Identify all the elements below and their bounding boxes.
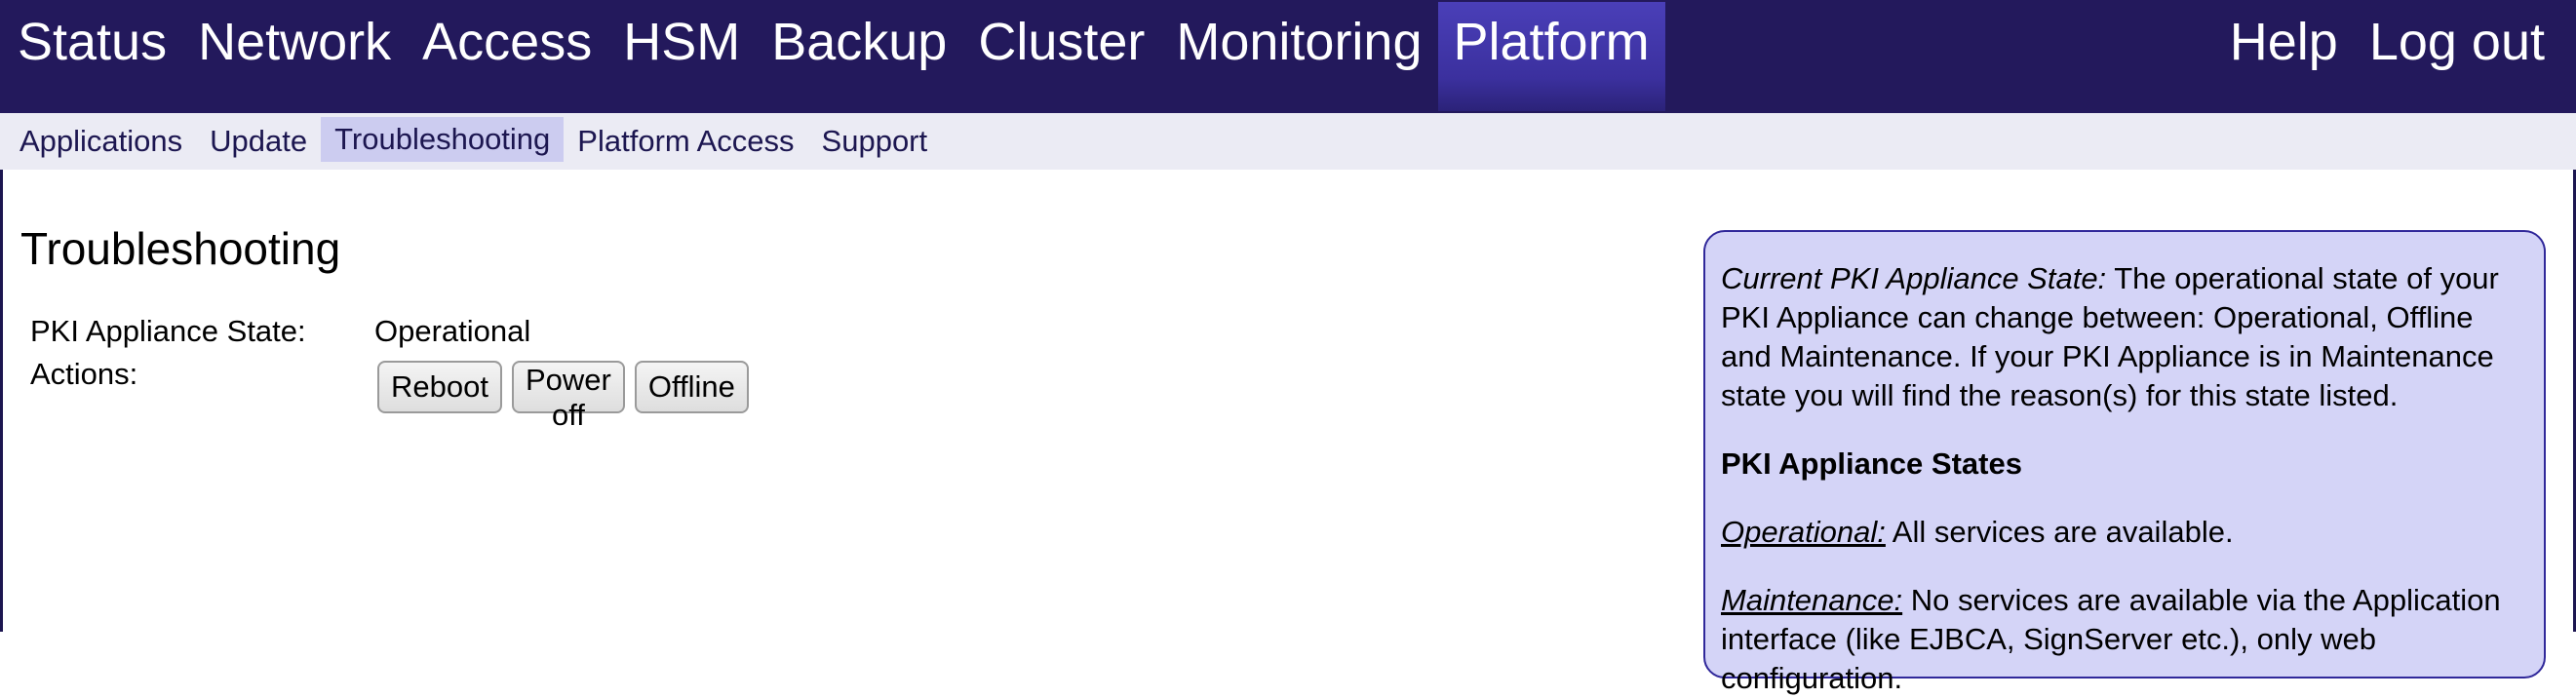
- help-maintenance-term: Maintenance:: [1721, 583, 1903, 617]
- subnav-item-support[interactable]: Support: [821, 124, 928, 158]
- nav-item-status[interactable]: Status: [18, 13, 168, 71]
- help-operational-text: All services are available.: [1885, 515, 2234, 549]
- help-intro-text: The operational state of your PKI Applia…: [1721, 261, 2499, 412]
- help-operational-term: Operational:: [1721, 515, 1886, 549]
- sub-navigation: Applications Update Troubleshooting Plat…: [0, 113, 2576, 170]
- top-nav-right: Help Log out: [2214, 2, 2560, 111]
- help-panel: Current PKI Appliance State: The operati…: [1703, 230, 2546, 695]
- subnav-item-troubleshooting[interactable]: Troubleshooting: [321, 117, 565, 162]
- nav-item-hsm[interactable]: HSM: [623, 13, 741, 71]
- nav-item-platform[interactable]: Platform: [1437, 2, 1665, 111]
- subnav-item-update[interactable]: Update: [210, 124, 308, 158]
- offline-button[interactable]: Offline: [634, 361, 749, 413]
- reboot-button[interactable]: Reboot: [377, 361, 502, 413]
- subnav-item-platform-access[interactable]: Platform Access: [577, 124, 795, 158]
- actions-label: Actions:: [30, 357, 138, 391]
- help-intro: Current PKI Appliance State: The operati…: [1721, 259, 2528, 415]
- top-navigation: Status Network Access HSM Backup Cluster…: [0, 0, 2576, 115]
- nav-item-help[interactable]: Help: [2229, 13, 2338, 71]
- page-title: Troubleshooting: [20, 223, 341, 274]
- nav-item-network[interactable]: Network: [198, 13, 392, 71]
- power-off-button[interactable]: Power off: [511, 361, 625, 432]
- nav-item-access[interactable]: Access: [422, 13, 593, 71]
- nav-item-backup[interactable]: Backup: [771, 13, 948, 71]
- nav-item-cluster[interactable]: Cluster: [978, 13, 1146, 71]
- top-nav-main: Status Network Access HSM Backup Cluster…: [2, 2, 1665, 111]
- nav-item-logout[interactable]: Log out: [2368, 13, 2545, 71]
- help-operational: Operational: All services are available.: [1721, 513, 2528, 552]
- subnav-item-applications[interactable]: Applications: [20, 124, 183, 158]
- help-intro-term: Current PKI Appliance State:: [1721, 261, 2107, 295]
- state-label: PKI Appliance State:: [30, 314, 306, 348]
- nav-item-monitoring[interactable]: Monitoring: [1176, 13, 1423, 71]
- help-maintenance: Maintenance: No services are available v…: [1721, 581, 2528, 698]
- state-value: Operational: [374, 314, 531, 348]
- actions-button-group: Reboot Power off Offline: [377, 361, 749, 432]
- help-heading: PKI Appliance States: [1721, 446, 2022, 481]
